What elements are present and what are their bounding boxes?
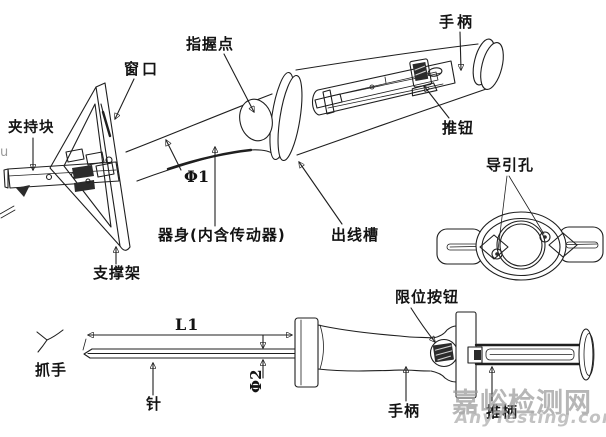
left-edge-artifact: u bbox=[0, 145, 9, 160]
handle-cylinder bbox=[295, 43, 493, 156]
needle-part bbox=[83, 348, 296, 359]
label-grab-handle: 抓手 bbox=[35, 361, 68, 379]
leader-window bbox=[115, 78, 135, 119]
label-outlet-slot: 出线槽 bbox=[331, 226, 380, 244]
label-guide-hole: 导引孔 bbox=[486, 156, 535, 174]
leader-push-button bbox=[424, 86, 450, 119]
dimension-label-phi1: Φ1 bbox=[184, 167, 210, 186]
label-support-frame: 支撑架 bbox=[93, 264, 142, 282]
label-needle: 针 bbox=[146, 395, 163, 413]
dimension-label-L1: L1 bbox=[175, 315, 200, 334]
dimension-label-phi2: Φ2 bbox=[247, 369, 265, 393]
limit-button-part bbox=[429, 338, 459, 368]
label-push-handle: 推柄 bbox=[486, 403, 519, 421]
clip-right bbox=[548, 232, 578, 258]
leader-limit-button bbox=[410, 307, 435, 342]
label-window: 窗口 bbox=[124, 60, 161, 78]
leader-phi1 bbox=[166, 140, 182, 171]
label-clamp-block: 夹持块 bbox=[8, 120, 55, 136]
label-body: 器身(内含传动器) bbox=[158, 226, 286, 244]
leader-grip-point bbox=[223, 53, 254, 112]
side-view bbox=[36, 311, 595, 399]
clamp-block-part bbox=[0, 161, 120, 219]
push-handle-part bbox=[467, 328, 595, 381]
isometric-view bbox=[0, 38, 504, 251]
grip-point-oval bbox=[239, 98, 273, 142]
watermark-site-name: 嘉峪检测网 bbox=[452, 388, 592, 419]
label-handle-top: 手柄 bbox=[439, 13, 476, 31]
label-grip-point: 指握点 bbox=[186, 35, 235, 53]
end-cap bbox=[472, 38, 504, 90]
label-push-button: 推钮 bbox=[442, 119, 475, 137]
guide-hole-right bbox=[539, 231, 551, 243]
leader-lines bbox=[33, 31, 545, 402]
leader-guide-hole-b bbox=[508, 175, 545, 235]
label-handle-bottom: 手柄 bbox=[388, 402, 421, 420]
grab-symbol bbox=[36, 329, 64, 353]
label-limit-button: 限位按钮 bbox=[395, 288, 460, 306]
leader-guide-hole-a bbox=[497, 175, 508, 251]
clip-left bbox=[479, 234, 509, 260]
end-view-bore bbox=[496, 220, 546, 270]
leader-outlet-slot bbox=[299, 162, 343, 225]
clamp-mechanism-details bbox=[65, 148, 115, 192]
push-button-part bbox=[409, 58, 438, 97]
watermark-site-domain: AnyTesting.com bbox=[455, 408, 606, 428]
support-frame-part bbox=[49, 82, 131, 251]
handle-grip-part bbox=[294, 317, 457, 388]
flange-disc bbox=[269, 71, 303, 162]
dimension-L1 bbox=[82, 335, 292, 351]
end-view bbox=[436, 211, 604, 281]
leader-handle-top bbox=[460, 31, 461, 70]
guide-hole-left bbox=[491, 248, 503, 260]
